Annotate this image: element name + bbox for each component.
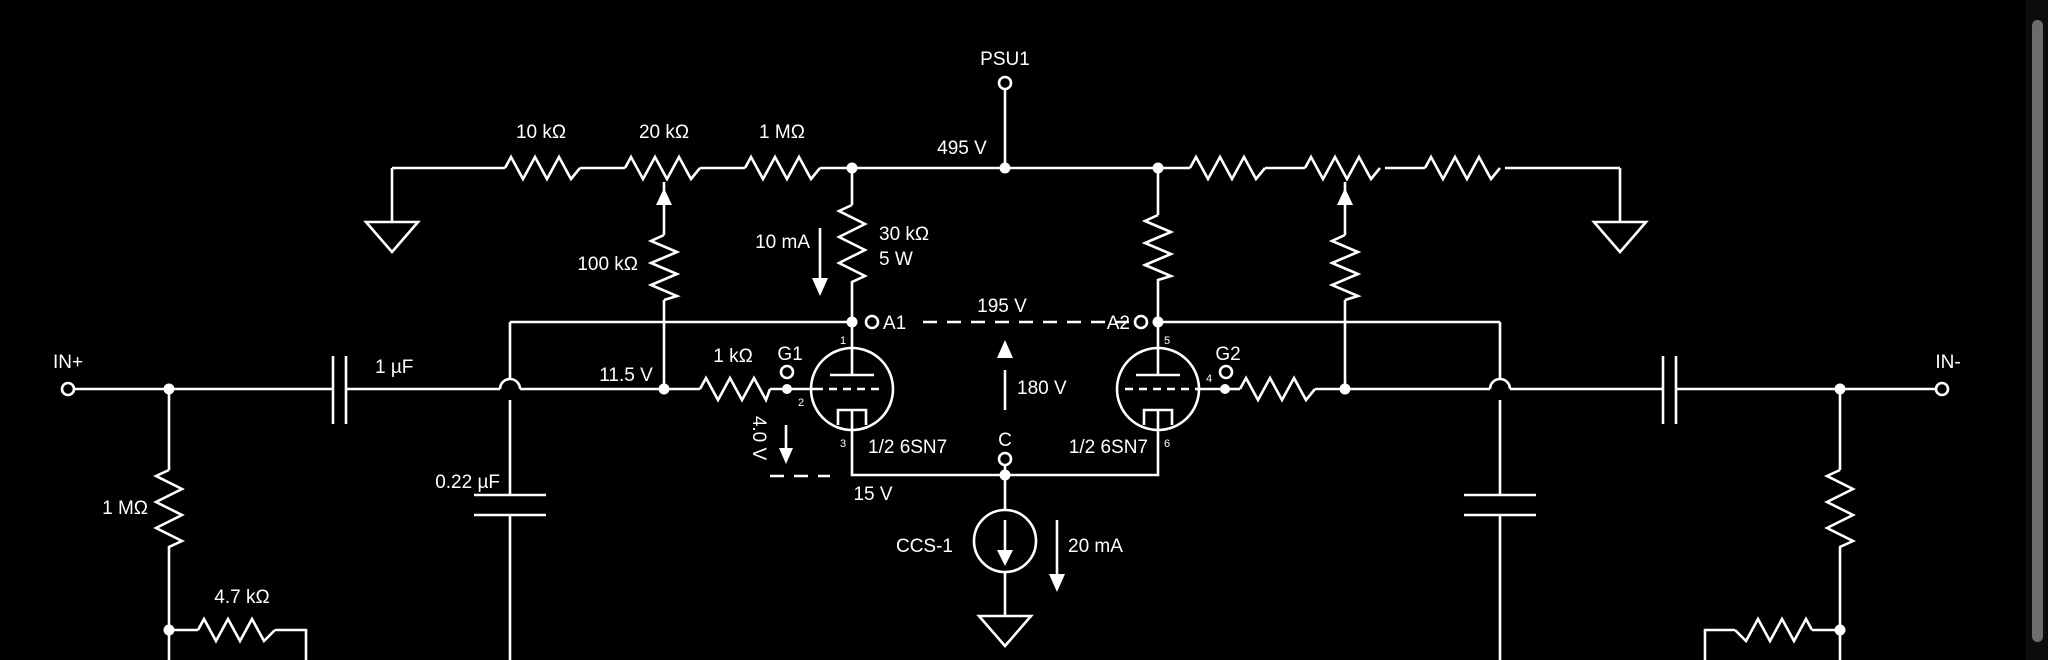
label-1m-input: 1 MΩ	[102, 498, 148, 519]
terminal-in-minus	[1934, 381, 1950, 397]
ccs-current-source	[972, 508, 1038, 574]
terminal-psu1	[997, 75, 1013, 91]
label-20ma: 20 mA	[1068, 536, 1123, 557]
resistor-1m-top	[743, 154, 822, 182]
vertical-scrollbar[interactable]	[2026, 0, 2048, 660]
label-in-minus: IN-	[1935, 352, 1960, 373]
pin-3: 3	[840, 438, 846, 450]
terminal-g1	[779, 364, 795, 380]
resistor-30k	[835, 203, 869, 290]
label-20k: 20 kΩ	[639, 122, 689, 143]
resistor-r-top-3	[1423, 154, 1502, 182]
label-g1: G1	[777, 344, 802, 365]
pin-1: 1	[840, 335, 846, 347]
tube-right	[1115, 322, 1201, 432]
resistor-1k-grid	[698, 375, 772, 404]
label-5w: 5 W	[879, 249, 913, 270]
terminal-g2	[1218, 364, 1234, 380]
label-tube-left: 1/2 6SN7	[868, 437, 947, 458]
label-495v: 495 V	[937, 138, 987, 159]
capacitor-1uf	[331, 356, 348, 424]
annotation-arrows	[770, 228, 1130, 592]
label-100k: 100 kΩ	[577, 254, 638, 275]
resistor-30k-right	[1141, 213, 1175, 290]
label-11-5v: 11.5 V	[599, 365, 653, 386]
resistor-4k7-right	[1734, 616, 1814, 644]
label-tube-right: 1/2 6SN7	[1069, 437, 1148, 458]
wiper-arrow-right	[1337, 188, 1353, 205]
potentiometer-right	[1303, 154, 1382, 182]
wiper-arrow-left	[656, 188, 672, 205]
label-psu1: PSU1	[980, 49, 1030, 70]
resistor-grid-right	[1238, 375, 1317, 403]
capacitor-022uf-right	[1464, 493, 1536, 522]
resistors	[152, 154, 1857, 644]
terminal-a1	[864, 314, 880, 330]
label-c: C	[998, 430, 1012, 451]
ground-left-icon	[363, 220, 421, 254]
label-4k7: 4.7 kΩ	[214, 587, 269, 608]
ground-ccs-icon	[976, 614, 1034, 648]
label-1uf: 1 µF	[375, 357, 413, 378]
labels: PSU1 495 V 10 kΩ 20 kΩ 1 MΩ 100 kΩ 10 mA…	[53, 49, 1961, 608]
label-10k: 10 kΩ	[516, 122, 566, 143]
label-in-plus: IN+	[53, 352, 83, 373]
terminal-c	[997, 451, 1013, 467]
capacitors	[331, 356, 1678, 522]
pin-4: 4	[1206, 373, 1212, 385]
label-30k: 30 kΩ	[879, 224, 929, 245]
label-ccs1: CCS-1	[896, 536, 953, 557]
label-g2: G2	[1215, 344, 1240, 365]
label-1k: 1 kΩ	[713, 346, 753, 367]
pin-6: 6	[1164, 438, 1170, 450]
pin-2: 2	[798, 397, 804, 409]
label-4v: 4.0 V	[748, 416, 769, 461]
capacitor-1uf-right	[1661, 356, 1678, 424]
grounds	[363, 220, 1649, 648]
capacitor-022uf	[474, 493, 546, 522]
potentiometer-20k	[623, 154, 702, 182]
label-180v: 180 V	[1017, 378, 1067, 399]
terminal-a2	[1133, 314, 1149, 330]
resistor-4k7	[196, 616, 276, 644]
resistor-r-top-1	[1188, 154, 1267, 182]
resistor-1m-input	[152, 468, 186, 550]
label-a1: A1	[883, 313, 906, 334]
tube-left	[809, 322, 895, 432]
label-195v: 195 V	[977, 296, 1027, 317]
ground-right-icon	[1591, 220, 1649, 254]
label-15v: 15 V	[853, 484, 892, 505]
pin-5: 5	[1164, 335, 1170, 347]
scrollbar-thumb[interactable]	[2032, 20, 2043, 642]
resistor-1m-input-right	[1823, 468, 1857, 550]
junction-dots	[163, 162, 1846, 636]
resistor-100k	[647, 233, 681, 302]
resistor-right-wiper	[1328, 233, 1362, 302]
terminal-in-plus	[60, 381, 76, 397]
label-022uf: 0.22 µF	[435, 472, 500, 493]
label-1m-top: 1 MΩ	[759, 122, 805, 143]
terminals	[60, 75, 1950, 467]
label-10ma: 10 mA	[755, 232, 810, 253]
resistor-10k	[503, 154, 582, 182]
wiper-arrows	[656, 188, 1353, 205]
wire-crossings	[498, 377, 1512, 390]
label-a2: A2	[1107, 313, 1130, 334]
